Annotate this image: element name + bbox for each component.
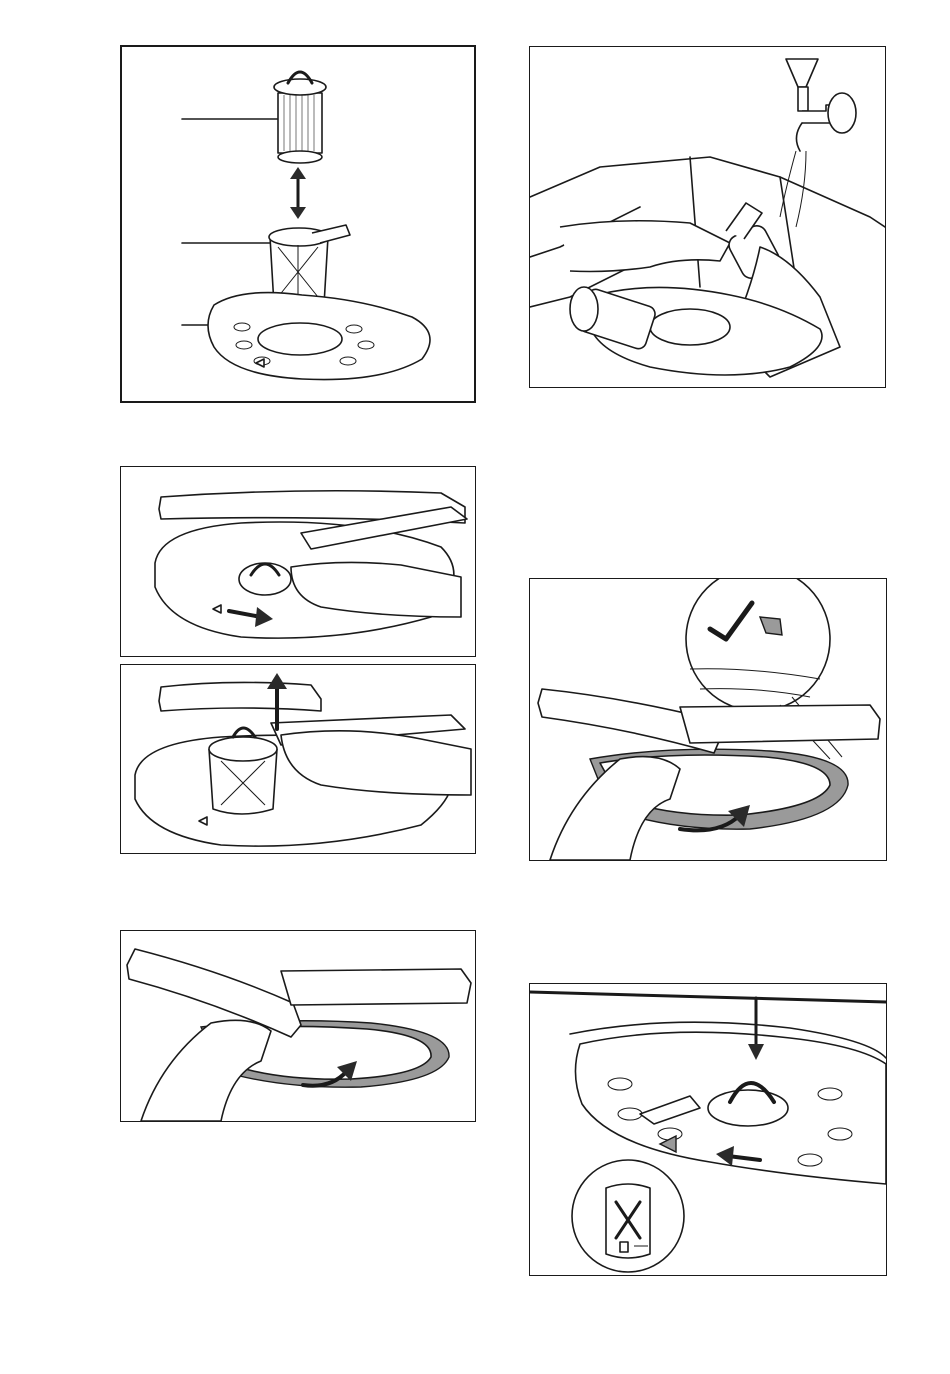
fine-filter bbox=[274, 72, 326, 163]
flat-filter-plate bbox=[208, 293, 430, 380]
figure-turn-filter-plate bbox=[120, 930, 476, 1122]
double-arrow-icon bbox=[290, 167, 306, 219]
figure-check-filter-plate-position bbox=[529, 578, 887, 861]
spray-arm bbox=[538, 689, 880, 753]
tub-edge bbox=[530, 992, 886, 1002]
figure-unlock-turn-filter bbox=[120, 466, 476, 657]
figure-filter-exploded-view bbox=[120, 45, 476, 403]
magnified-lock-view bbox=[572, 1160, 684, 1272]
faucet-icon bbox=[786, 59, 856, 151]
filter-in-sump bbox=[239, 563, 291, 595]
coarse-filter bbox=[209, 728, 277, 814]
figure-insert-lock-filter bbox=[529, 983, 887, 1276]
lock-icon bbox=[620, 1242, 628, 1252]
figure-rinse-filters-under-tap bbox=[529, 46, 886, 388]
figure-lift-filter-out bbox=[120, 664, 476, 854]
water-stream bbox=[780, 151, 806, 227]
spray-arm bbox=[127, 949, 471, 1037]
